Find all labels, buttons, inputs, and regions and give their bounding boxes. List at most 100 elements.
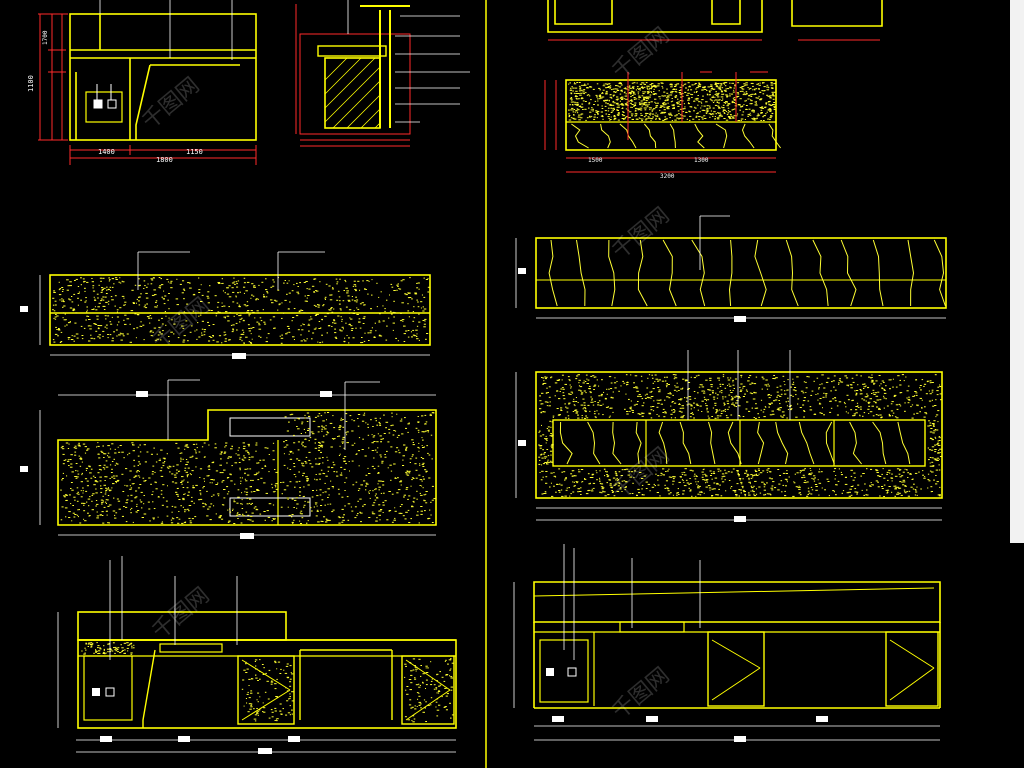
texture-speck xyxy=(598,413,600,415)
texture-speck xyxy=(578,119,581,121)
texture-speck xyxy=(124,301,127,303)
texture-speck xyxy=(326,432,330,434)
texture-speck xyxy=(115,482,117,484)
texture-speck xyxy=(340,417,342,419)
texture-speck xyxy=(379,519,381,521)
texture-speck xyxy=(749,383,752,385)
texture-speck xyxy=(369,497,371,499)
texture-speck xyxy=(238,315,241,317)
texture-speck xyxy=(678,92,681,93)
texture-speck xyxy=(771,91,774,93)
texture-speck xyxy=(73,293,76,295)
texture-speck xyxy=(327,459,329,461)
texture-speck xyxy=(800,390,804,392)
texture-speck xyxy=(553,475,556,477)
texture-speck xyxy=(67,460,70,462)
texture-speck xyxy=(618,471,621,473)
texture-speck xyxy=(340,466,343,468)
texture-speck xyxy=(115,329,118,331)
texture-speck xyxy=(132,450,135,452)
texture-speck xyxy=(589,86,593,88)
texture-speck xyxy=(258,471,260,473)
texture-speck xyxy=(178,511,180,512)
texture-speck xyxy=(705,479,709,481)
texture-speck xyxy=(722,82,725,84)
texture-speck xyxy=(699,111,701,113)
texture-speck xyxy=(724,90,727,92)
texture-speck xyxy=(249,498,252,500)
texture-speck xyxy=(599,404,603,406)
texture-speck xyxy=(222,290,224,292)
texture-speck xyxy=(241,458,244,460)
texture-speck xyxy=(78,291,80,293)
texture-speck xyxy=(896,408,899,410)
texture-speck xyxy=(289,697,291,699)
texture-speck xyxy=(888,414,891,416)
texture-speck xyxy=(164,311,166,312)
texture-speck xyxy=(221,518,224,520)
texture-speck xyxy=(728,383,730,385)
texture-speck xyxy=(264,323,267,325)
texture-speck xyxy=(421,480,423,482)
texture-speck xyxy=(620,89,623,91)
texture-speck xyxy=(100,485,102,487)
texture-speck xyxy=(703,109,706,111)
texture-speck xyxy=(85,490,88,492)
texture-speck xyxy=(322,304,325,306)
texture-speck xyxy=(53,292,56,293)
texture-speck xyxy=(776,386,779,388)
texture-speck xyxy=(97,306,100,308)
texture-speck xyxy=(406,471,410,473)
texture-speck xyxy=(127,454,129,456)
texture-speck xyxy=(373,441,376,442)
texture-speck xyxy=(758,89,760,90)
texture-speck xyxy=(593,389,595,390)
texture-speck xyxy=(311,510,313,512)
texture-speck xyxy=(137,446,140,448)
texture-speck xyxy=(305,476,308,478)
texture-speck xyxy=(755,88,758,90)
texture-speck xyxy=(183,335,186,337)
texture-speck xyxy=(664,376,666,378)
texture-speck xyxy=(685,380,688,381)
texture-speck xyxy=(413,306,415,308)
texture-speck xyxy=(616,473,618,475)
texture-speck xyxy=(747,475,749,477)
texture-speck xyxy=(129,643,132,645)
texture-speck xyxy=(725,119,729,121)
texture-speck xyxy=(717,118,720,120)
texture-speck xyxy=(727,377,729,379)
texture-speck xyxy=(575,401,578,402)
texture-speck xyxy=(846,384,849,386)
texture-speck xyxy=(883,397,886,399)
grain-line xyxy=(715,123,728,149)
texture-speck xyxy=(419,464,421,466)
texture-speck xyxy=(862,415,864,417)
texture-speck xyxy=(546,401,549,403)
texture-speck xyxy=(682,493,685,495)
texture-speck xyxy=(784,478,788,480)
texture-speck xyxy=(199,492,202,494)
texture-speck xyxy=(656,399,658,401)
texture-speck xyxy=(815,394,817,395)
texture-speck xyxy=(403,444,406,446)
texture-speck xyxy=(220,451,223,453)
texture-speck xyxy=(837,480,840,482)
texture-speck xyxy=(624,486,627,488)
texture-speck xyxy=(240,522,243,524)
texture-speck xyxy=(702,95,704,97)
texture-speck xyxy=(258,335,260,337)
texture-speck xyxy=(868,405,871,407)
texture-speck xyxy=(226,315,230,317)
texture-speck xyxy=(417,306,420,308)
texture-speck xyxy=(818,471,821,473)
texture-speck xyxy=(350,329,353,331)
texture-speck xyxy=(359,511,361,513)
texture-speck xyxy=(308,415,311,417)
texture-speck xyxy=(314,438,317,440)
grain-line xyxy=(812,239,829,307)
texture-speck xyxy=(712,392,714,393)
texture-speck xyxy=(370,308,372,310)
texture-speck xyxy=(387,467,389,469)
texture-speck xyxy=(767,118,769,120)
